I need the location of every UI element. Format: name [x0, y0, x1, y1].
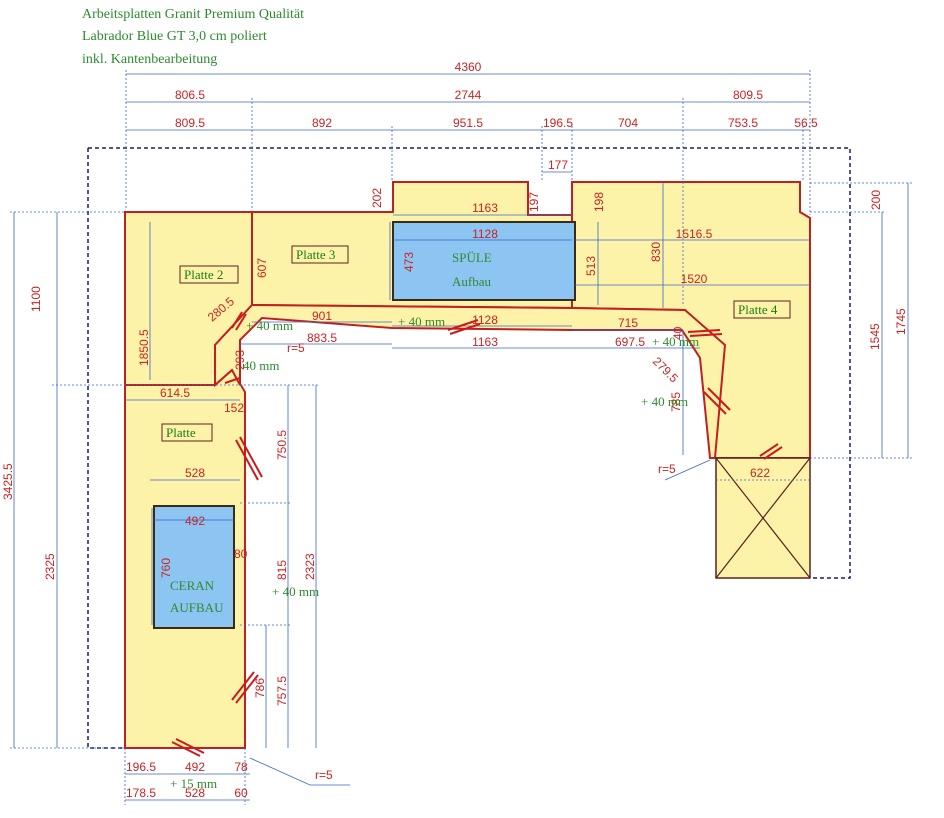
dim-1128-strip: 1128	[472, 313, 498, 327]
note-40-mm-left: 40 mm	[243, 358, 279, 373]
dim-60: 60	[234, 786, 248, 800]
dim-40: 40	[671, 326, 685, 340]
dim-2323: 2323	[303, 553, 317, 580]
ceran-label: CERAN	[170, 578, 215, 593]
dim-293: 293	[233, 350, 247, 370]
header-line-3: inkl. Kantenbearbeitung	[82, 52, 217, 67]
dim-785: 785	[669, 392, 683, 412]
platte-4-box	[733, 300, 791, 319]
dim-200: 200	[869, 190, 883, 210]
lower-dimension-lines	[124, 385, 810, 805]
dim-78: 78	[234, 760, 248, 774]
dim-753-5: 753.5	[728, 116, 758, 130]
dim-815: 815	[275, 560, 289, 580]
edge-marks	[171, 311, 783, 757]
dim-2744: 2744	[455, 88, 482, 102]
dim-1128-sink: 1128	[472, 227, 498, 241]
note-plus-40-a: + 40 mm	[246, 318, 293, 333]
dim-492-bottom: 492	[185, 760, 205, 774]
platte-4-label: Platte 4	[738, 302, 778, 317]
cabinet-cross-2	[715, 457, 811, 579]
dim-622: 622	[750, 466, 770, 480]
platte-3-box	[291, 245, 349, 264]
ceran-cutout	[153, 505, 235, 629]
dim-614-5: 614.5	[160, 386, 190, 400]
dim-830: 830	[649, 242, 663, 262]
dim-750-5: 750.5	[275, 430, 289, 460]
dim-760: 760	[159, 558, 173, 578]
platte-3-label: Platte 3	[296, 247, 335, 262]
dim-279-5: 279.5	[650, 354, 681, 385]
note-plus-40-d: + 40 mm	[272, 584, 319, 599]
dim-196-5-top: 196.5	[543, 116, 573, 130]
room-outline	[87, 147, 851, 749]
note-plus-40-b: + 40 mm	[398, 314, 445, 329]
right-dimension-lines	[389, 182, 912, 459]
dim-528-bottom: 528	[185, 786, 205, 800]
dim-80: 80	[234, 547, 248, 561]
note-40-mm-right: + 40 mm	[652, 334, 699, 349]
header-line-2: Labrador Blue GT 3,0 cm poliert	[82, 29, 267, 44]
dim-704: 704	[618, 116, 638, 130]
dim-1516-5: 1516.5	[676, 227, 713, 241]
dim-1100: 1100	[29, 286, 43, 312]
dim-178-5: 178.5	[126, 786, 156, 800]
note-r5-top: r=5	[287, 341, 305, 355]
dim-892: 892	[312, 116, 332, 130]
platte-2-box	[179, 265, 239, 284]
dim-757-5: 757.5	[275, 676, 289, 706]
sink-cutout	[392, 221, 576, 301]
dim-3425-5: 3425.5	[1, 463, 15, 500]
dim-809-5: 809.5	[175, 116, 205, 130]
dim-1163-top: 1163	[472, 201, 498, 215]
dim-528-top: 528	[185, 466, 205, 480]
dim-513: 513	[584, 256, 598, 276]
dim-492-top: 492	[185, 514, 205, 528]
platte-1-box	[161, 423, 213, 442]
middle-dimension-lines	[240, 214, 810, 455]
dim-951-5: 951.5	[453, 116, 483, 130]
note-plus-40-c: + 40 mm	[641, 394, 688, 409]
dim-2325: 2325	[43, 553, 57, 580]
left-dimension-lines	[10, 211, 320, 749]
dim-786: 786	[253, 678, 267, 698]
platte-1-label: Platte	[166, 425, 196, 440]
dim-697-5: 697.5	[615, 335, 645, 349]
dim-1545: 1545	[868, 323, 882, 350]
dim-883-5: 883.5	[307, 331, 337, 345]
note-plus-15: + 15 mm	[170, 776, 217, 791]
dim-809-5-top: 809.5	[733, 88, 763, 102]
dim-607: 607	[255, 258, 269, 278]
dim-56-5: 56.5	[794, 116, 818, 130]
dim-1745: 1745	[894, 308, 908, 335]
dim-196-5-bottom: 196.5	[126, 760, 156, 774]
spuele-label: SPÜLE	[452, 250, 492, 265]
dim-473: 473	[402, 252, 416, 272]
dim-1520: 1520	[681, 272, 708, 286]
dim-177: 177	[548, 158, 568, 172]
dim-4360: 4360	[455, 60, 482, 74]
dim-901: 901	[312, 309, 332, 323]
dim-806-5: 806.5	[175, 88, 205, 102]
spuele-aufbau-label: Aufbau	[452, 274, 491, 289]
note-r5-right: r=5	[658, 462, 676, 476]
dim-1163-strip: 1163	[472, 335, 498, 349]
top-dimension-lines	[125, 70, 811, 305]
dim-1850-5: 1850.5	[137, 329, 151, 366]
platte-2-label: Platte 2	[184, 267, 223, 282]
dim-152: 152	[224, 401, 244, 415]
note-r5-bottom: r=5	[315, 768, 333, 782]
dim-197: 197	[527, 192, 541, 212]
dim-198: 198	[592, 192, 606, 212]
header-line-1: Arbeitsplatten Granit Premium Qualität	[82, 7, 304, 22]
ceran-aufbau-label: AUFBAU	[170, 600, 224, 615]
dim-202: 202	[370, 188, 384, 208]
dim-715: 715	[618, 316, 638, 330]
